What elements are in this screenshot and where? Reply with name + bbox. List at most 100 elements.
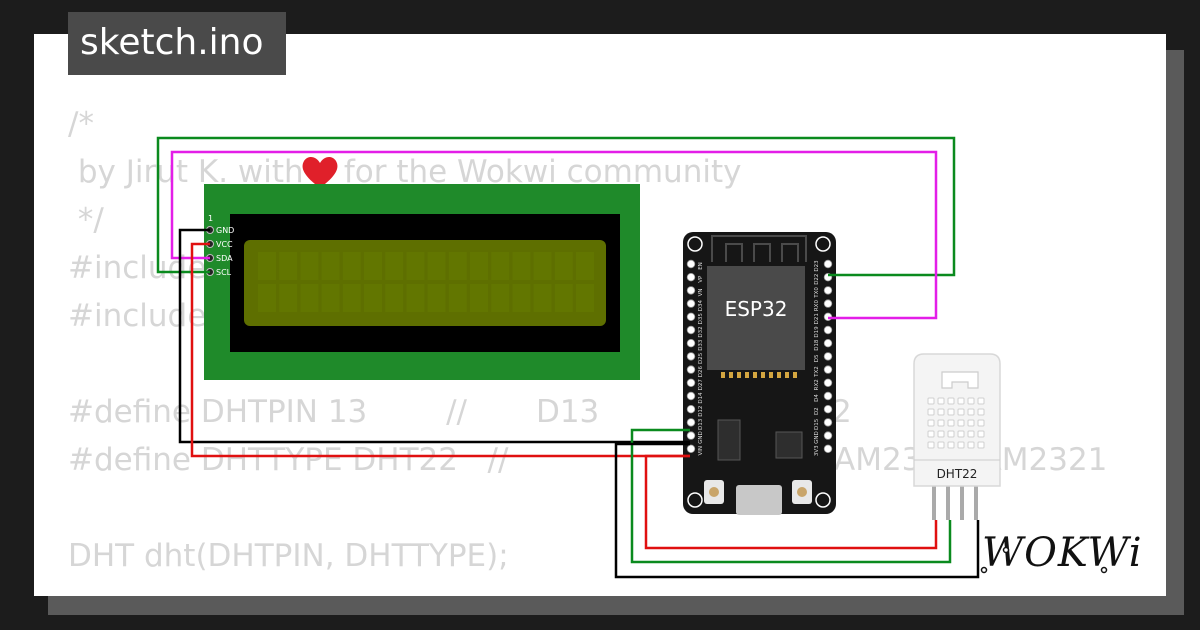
grille-slot	[967, 441, 975, 449]
esp32-pin-label: D34	[698, 299, 704, 311]
module-pad	[761, 372, 765, 378]
lcd-pin-sda[interactable]: SDA	[206, 254, 234, 263]
wire-dht-vcc[interactable]	[644, 454, 938, 550]
lcd-display[interactable]: 1 GND VCC SDA SCL	[204, 184, 640, 380]
esp32-pin[interactable]	[823, 391, 833, 401]
button-cap	[709, 487, 719, 497]
esp32-pin[interactable]	[823, 259, 833, 269]
esp32-pin[interactable]	[823, 286, 833, 295]
grille-slot	[967, 397, 975, 405]
esp32-module	[707, 266, 805, 370]
esp32-pin[interactable]	[823, 444, 833, 453]
wire-sda[interactable]	[170, 150, 938, 320]
esp32-pin-label: D35	[698, 313, 704, 325]
lcd-pin-label: SCL	[216, 268, 232, 277]
esp32-pin-label: D23	[814, 260, 820, 272]
button-cap	[797, 487, 807, 497]
code-line: #include	[68, 250, 207, 286]
lcd-cell	[512, 252, 531, 280]
wire-lcd-gnd[interactable]	[178, 228, 690, 444]
esp32-pin[interactable]	[823, 365, 833, 374]
esp32-chip-label: ESP32	[725, 297, 788, 321]
wire-dht-data[interactable]	[630, 428, 952, 564]
sensor-leg	[946, 480, 950, 520]
grille-slot	[977, 419, 985, 427]
esp32-pin[interactable]	[686, 444, 696, 453]
grille-slot	[927, 419, 935, 427]
esp32-pin[interactable]	[686, 405, 696, 414]
esp32-pin[interactable]	[823, 299, 833, 308]
esp32-pin[interactable]	[686, 365, 696, 374]
esp32-pin[interactable]	[686, 286, 696, 295]
grille-slot	[937, 419, 945, 427]
regulator	[717, 419, 741, 461]
esp32-pin[interactable]	[686, 299, 696, 308]
wire-lcd-vcc[interactable]	[190, 242, 690, 458]
esp32-pin[interactable]	[823, 339, 833, 348]
esp32-pin[interactable]	[823, 378, 833, 387]
esp32-pin-label: D27	[698, 379, 704, 391]
lcd-cell	[321, 252, 340, 280]
usb-port-icon[interactable]	[736, 485, 782, 515]
grille-slot	[977, 430, 985, 438]
grille-slot	[947, 441, 955, 449]
lcd-character-grid	[258, 252, 594, 312]
wire-dht-gnd[interactable]	[614, 442, 980, 579]
esp32-pin-label: D4	[814, 394, 820, 402]
sensor-grille	[927, 397, 985, 449]
esp32-pin[interactable]	[686, 259, 696, 269]
grille-slot	[947, 419, 955, 427]
esp32-pin[interactable]	[823, 352, 833, 361]
lcd-cell	[342, 252, 361, 280]
lcd-cell	[258, 284, 276, 312]
esp32-pin-label: D33	[698, 339, 704, 351]
grille-slot	[957, 397, 965, 405]
lcd-cell	[576, 284, 594, 312]
esp32-pin[interactable]	[686, 378, 696, 387]
esp32-pin[interactable]	[686, 418, 696, 427]
esp32-pin-label: VN	[698, 288, 704, 296]
wire-scl[interactable]	[156, 136, 956, 277]
esp32-pin-label: D26	[698, 365, 704, 377]
lcd-pin-label: GND	[216, 226, 234, 235]
grille-slot	[957, 419, 965, 427]
lcd-cell	[258, 252, 276, 280]
esp32-pin[interactable]	[686, 325, 696, 335]
grille-slot	[957, 430, 965, 438]
esp32-pin-label: EN	[698, 262, 704, 270]
grille-slot	[937, 408, 945, 416]
module-pad	[721, 372, 725, 378]
module-pad	[729, 372, 733, 378]
code-line: #include	[68, 298, 207, 334]
module-pads	[721, 372, 797, 378]
heart-icon	[300, 154, 340, 194]
code-line: #define DHTTYPE DHT22 //	[68, 442, 509, 478]
lcd-pin-scl[interactable]: SCL	[206, 268, 232, 277]
esp32-pin-label: D15	[814, 418, 820, 430]
esp32-pin[interactable]	[823, 418, 833, 427]
esp32-pin[interactable]	[823, 405, 833, 414]
lcd-cell	[321, 284, 340, 312]
esp32-pin[interactable]	[686, 339, 696, 348]
lcd-cell	[385, 284, 404, 312]
esp32-pin-label: D2	[814, 407, 820, 415]
lcd-pin-gnd[interactable]: GND	[206, 226, 235, 235]
esp32-pin-label: D14	[698, 392, 704, 404]
lcd-cell	[427, 284, 446, 312]
dht22-sensor[interactable]: DHT22	[913, 353, 1001, 520]
esp32-pin[interactable]	[823, 431, 833, 440]
esp32-pin[interactable]	[686, 352, 696, 361]
esp32-pin[interactable]	[823, 325, 833, 335]
esp32-pin[interactable]	[686, 431, 696, 440]
lcd-pin-vcc[interactable]: VCC	[206, 240, 234, 249]
esp32-pin[interactable]	[686, 312, 696, 321]
file-tab[interactable]: sketch.ino	[68, 12, 286, 75]
esp32-pin[interactable]	[686, 273, 696, 282]
lcd-cell	[342, 284, 361, 312]
lcd-cell	[448, 284, 467, 312]
esp32-pin[interactable]	[686, 391, 696, 401]
grille-slot	[957, 441, 965, 449]
